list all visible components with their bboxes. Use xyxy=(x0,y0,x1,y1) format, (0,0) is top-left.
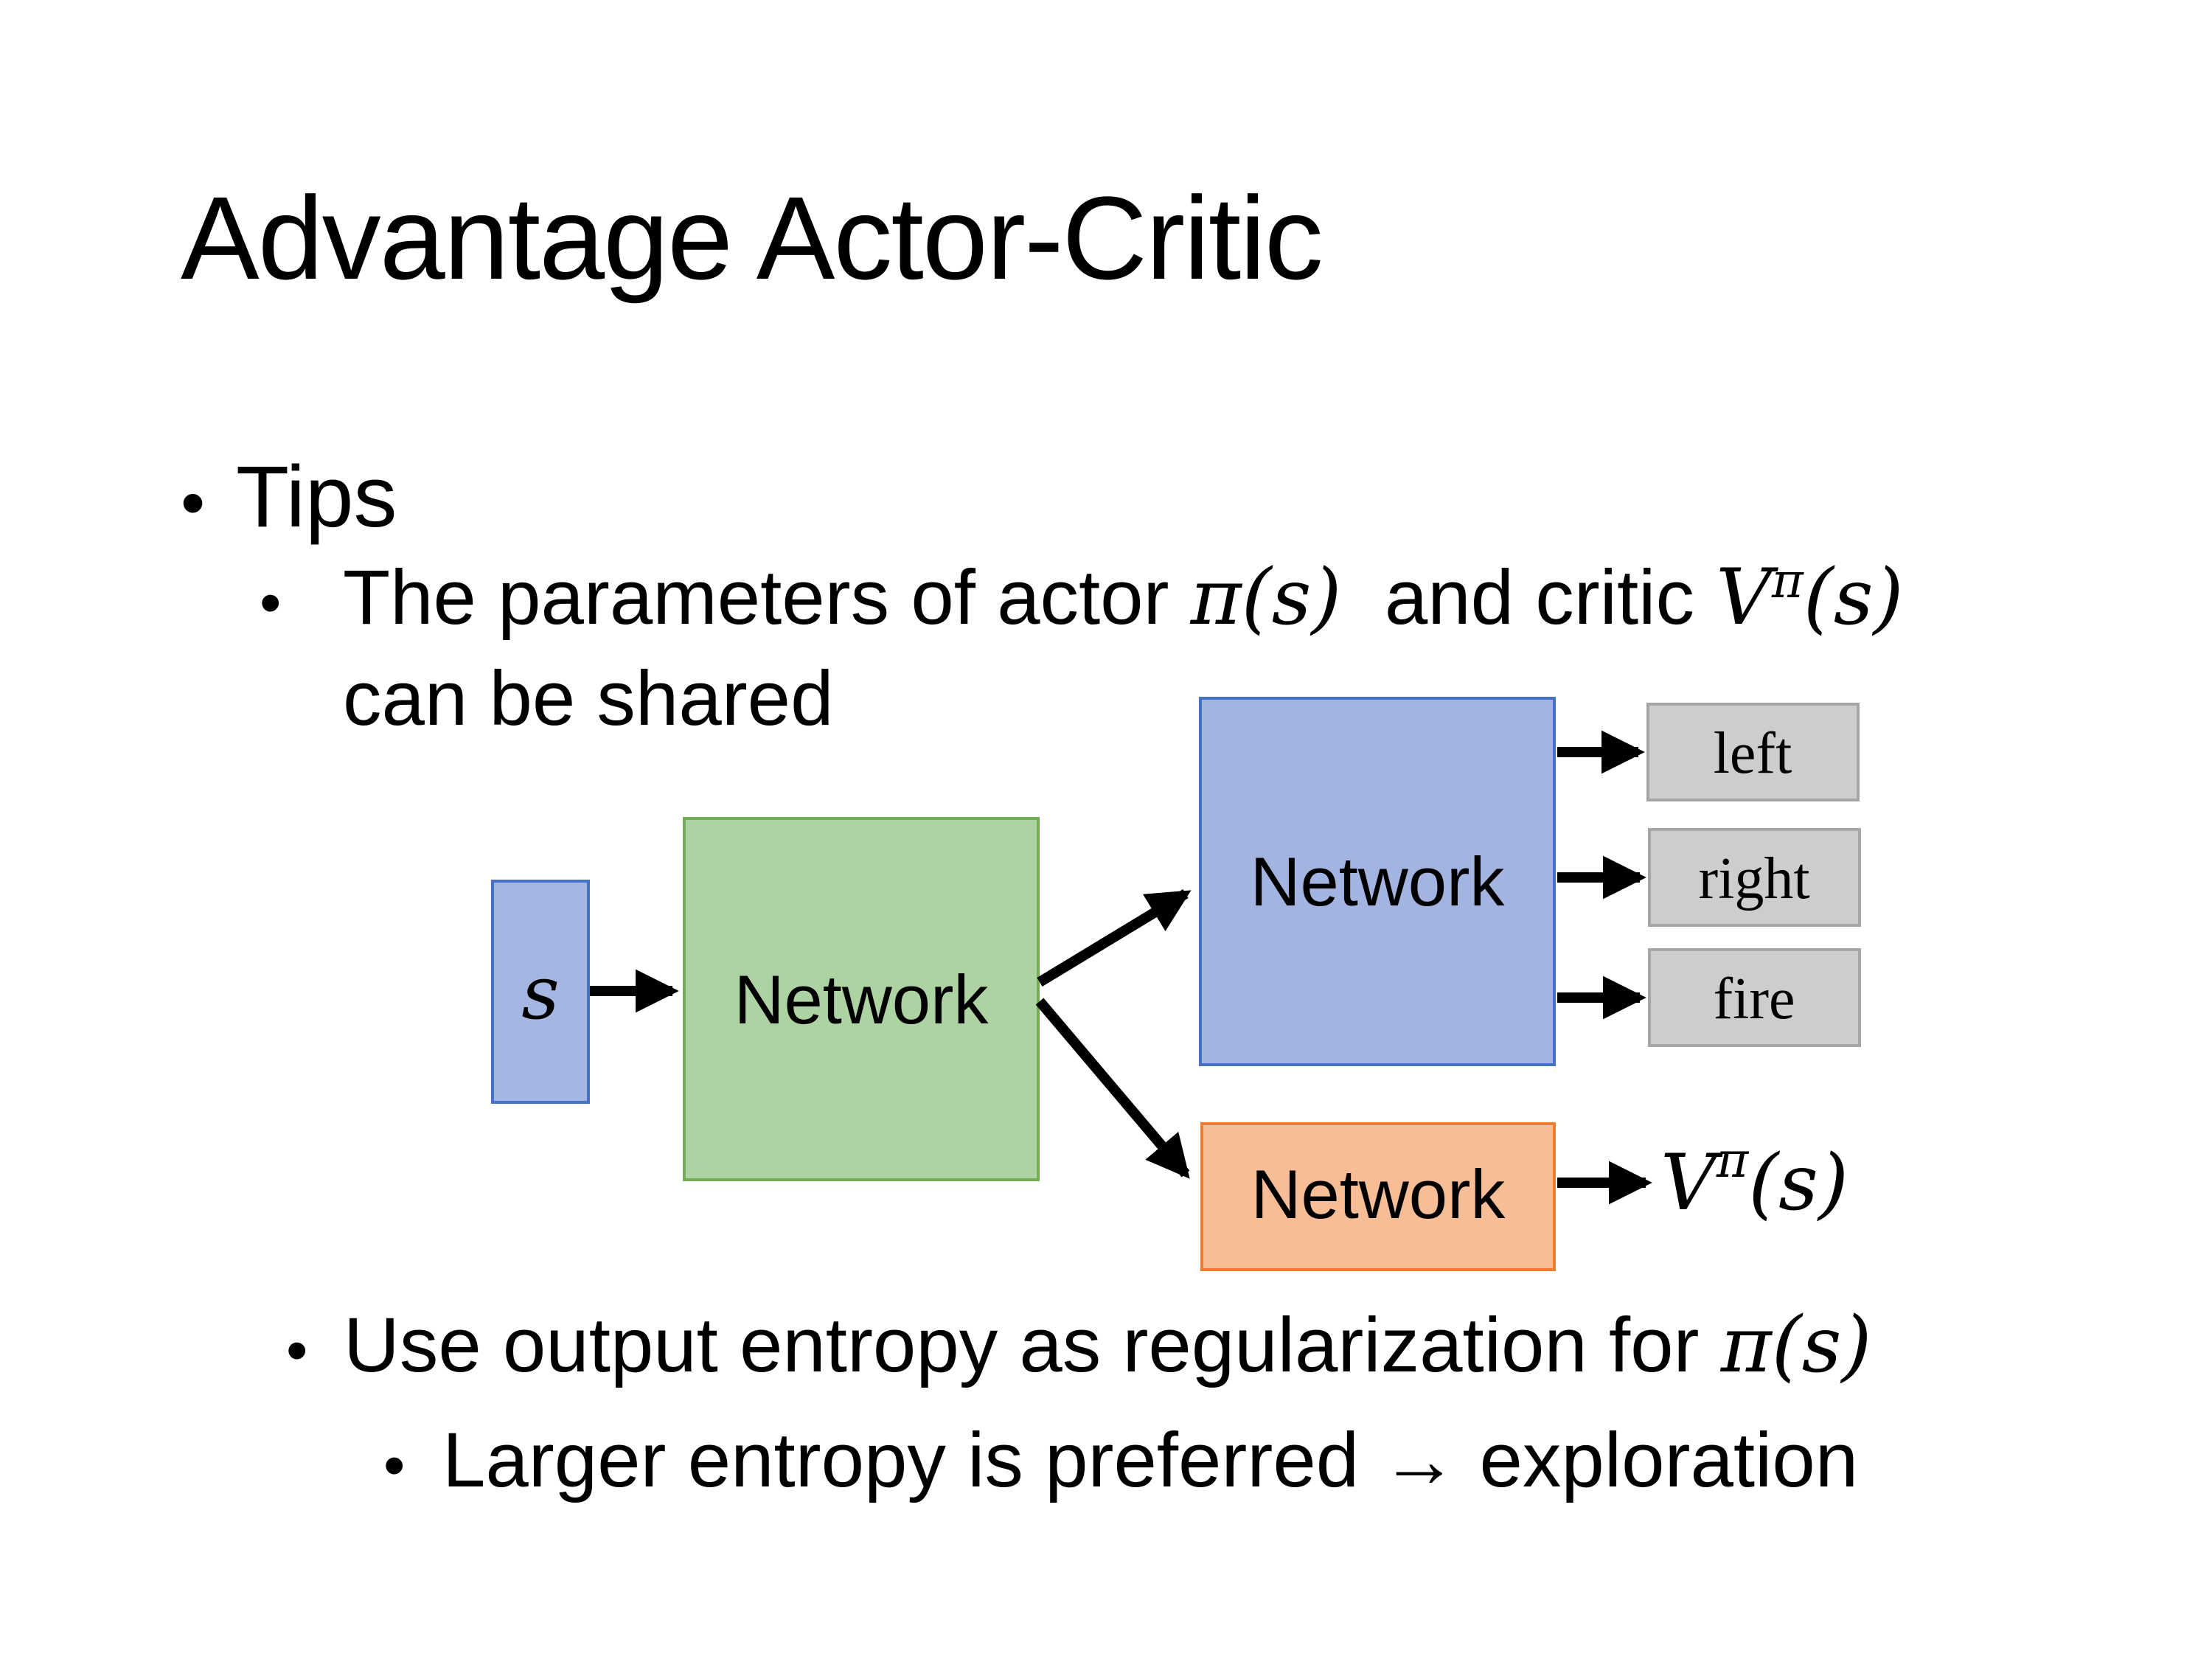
slide-title: Advantage Actor-Critic xyxy=(181,172,1324,304)
action-box-right xyxy=(1649,830,1860,925)
bullet-marker: • xyxy=(286,1315,308,1385)
action-box-fire xyxy=(1649,950,1860,1046)
arrow-shared-to-critic xyxy=(1035,998,1190,1179)
action-box-left-border xyxy=(1646,703,1860,801)
value-base: V xyxy=(1716,552,1772,642)
actor-policy-math: π(s) xyxy=(1190,552,1342,642)
bullet-marker: • xyxy=(260,568,282,637)
action-box-right-border xyxy=(1648,828,1861,927)
action-box-fire-border xyxy=(1648,948,1861,1047)
state-label: s xyxy=(521,950,559,1036)
bullet-exploration: • Larger entropy is preferred → explorat… xyxy=(383,1422,1858,1499)
actor-network-label: Network xyxy=(1251,843,1506,920)
shared-network-box-border xyxy=(683,817,1040,1181)
bullet-marker: • xyxy=(181,465,206,542)
action-label-fire: fire xyxy=(1713,967,1795,1032)
bullet-tips: • Tips xyxy=(181,453,397,540)
bullet-tips-label: Tips xyxy=(236,448,397,546)
critic-network-box-border xyxy=(1200,1122,1556,1271)
arrow-shared-to-actor xyxy=(1037,889,1192,987)
critic-network-box xyxy=(1202,1124,1554,1270)
bullet-shared-text: The parameters of actor π(s) and critic … xyxy=(343,547,1904,749)
value-output-sup: π xyxy=(1716,1132,1750,1189)
entropy-policy-math: π(s) xyxy=(1720,1300,1872,1390)
action-label-right: right xyxy=(1698,846,1809,911)
bullet-exploration-text: Larger entropy is preferred → exploratio… xyxy=(442,1417,1859,1503)
bullet-entropy: • Use output entropy as regularization f… xyxy=(286,1307,1872,1385)
value-output-args: (s) xyxy=(1748,1138,1848,1228)
bullet-entropy-text: Use output entropy as regularization for… xyxy=(344,1307,1872,1385)
value-output-base: V xyxy=(1660,1138,1723,1228)
shared-network-box xyxy=(684,818,1038,1180)
critic-network-label: Network xyxy=(1251,1155,1506,1233)
critic-value-math: Vπ(s) xyxy=(1716,552,1903,642)
shared-text-line2: can be shared xyxy=(343,655,834,742)
value-output-math: Vπ(s) xyxy=(1660,1132,1848,1228)
shared-text-pre: The parameters of actor xyxy=(343,554,1191,641)
action-label-left: left xyxy=(1714,721,1792,786)
value-args: (s) xyxy=(1803,552,1904,642)
bullet-marker: • xyxy=(383,1430,406,1500)
bullet-shared-params: • The parameters of actor π(s) and criti… xyxy=(260,547,1904,749)
actor-network-box xyxy=(1200,698,1554,1065)
state-box xyxy=(493,881,588,1102)
action-box-left xyxy=(1648,704,1858,800)
entropy-text-pre: Use output entropy as regularization for xyxy=(344,1302,1721,1388)
value-sup: π xyxy=(1772,554,1804,609)
shared-network-label: Network xyxy=(734,961,990,1038)
shared-text-mid: and critic xyxy=(1341,554,1717,641)
state-box-border xyxy=(491,880,590,1104)
actor-network-box-border xyxy=(1199,697,1556,1066)
